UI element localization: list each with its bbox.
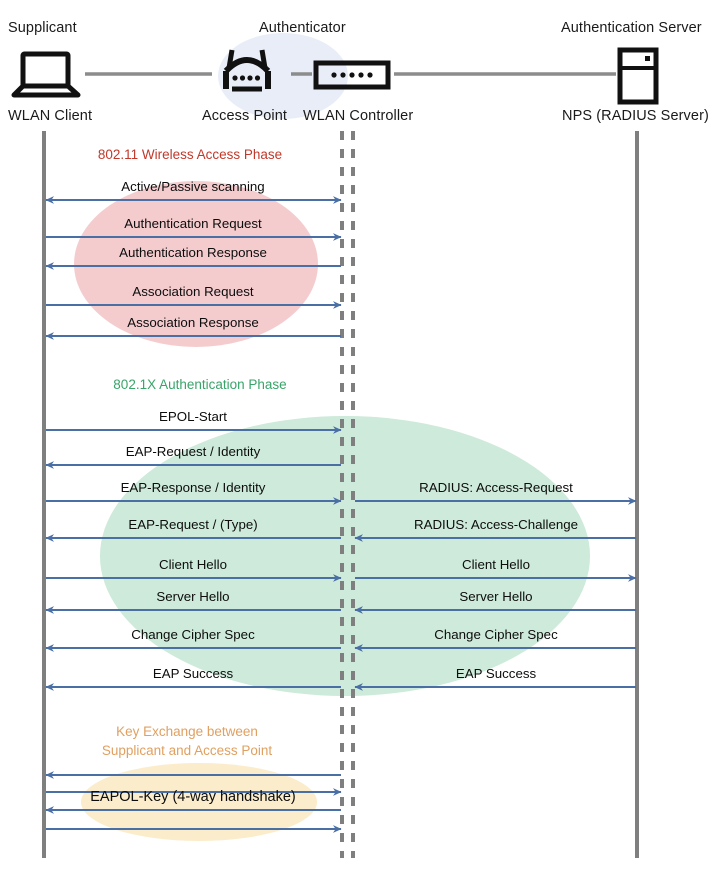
msg-client-hello-right-label: Client Hello: [462, 557, 530, 572]
phase-wireless-access-line-0: 802.11 Wireless Access Phase: [97, 147, 283, 162]
laptop-icon: [11, 51, 81, 98]
msg-radius-access-challenge-label: RADIUS: Access-Challenge: [413, 517, 579, 532]
wlan-controller-icon: [313, 60, 391, 90]
msg-eap-success-left-label: EAP Success: [152, 666, 234, 681]
role-label-supplicant: Supplicant: [8, 20, 77, 36]
device-label-nps: NPS (RADIUS Server): [562, 108, 709, 124]
msg-association-request-label: Association Request: [132, 284, 254, 299]
msg-key-3-label: EAPOL-Key (4-way handshake): [90, 789, 296, 805]
role-label-authenticator: Authenticator: [259, 20, 346, 36]
msg-radius-access-request-label: RADIUS: Access-Request: [419, 480, 573, 495]
device-label-wlan-client: WLAN Client: [8, 108, 93, 124]
msg-active-passive-scanning-label: Active/Passive scanning: [121, 179, 265, 194]
role-label-authentication-server: Authentication Server: [561, 20, 702, 36]
msg-eapol-start-label: EPOL-Start: [159, 409, 227, 424]
msg-server-hello-left-label: Server Hello: [156, 589, 230, 604]
phase-8021x-auth-line-0: 802.1X Authentication Phase: [113, 377, 287, 392]
msg-eap-success-right-label: EAP Success: [455, 666, 537, 681]
msg-client-hello-left-label: Client Hello: [159, 557, 227, 572]
phase-wireless-access: 802.11 Wireless Access Phase: [30, 147, 350, 162]
access-point-icon: [223, 49, 271, 92]
auth-phase-ellipse: [100, 416, 590, 696]
msg-change-cipher-spec-left-label: Change Cipher Spec: [131, 627, 255, 642]
phase-key-exchange-line-1: Supplicant and Access Point: [101, 743, 273, 758]
key-exchange-ellipse: [81, 763, 317, 841]
server-icon: [617, 47, 659, 105]
msg-association-response-label: Association Response: [127, 315, 259, 330]
msg-change-cipher-spec-right-label: Change Cipher Spec: [434, 627, 558, 642]
phase-8021x-auth: 802.1X Authentication Phase: [40, 377, 360, 392]
device-label-access-point: Access Point: [202, 108, 288, 124]
authenticator-highlight-ellipse: [218, 33, 348, 119]
message-arrows: [45, 196, 637, 833]
msg-authentication-request-label: Authentication Request: [124, 216, 262, 231]
msg-authentication-response-label: Authentication Response: [119, 245, 267, 260]
msg-eap-request-identity-label: EAP-Request / Identity: [125, 444, 261, 459]
msg-eap-response-identity-label: EAP-Response / Identity: [120, 480, 266, 495]
msg-eap-request-type-label: EAP-Request / (Type): [128, 517, 258, 532]
device-label-wlan-controller: WLAN Controller: [303, 108, 414, 124]
phase-key-exchange-line-0: Key Exchange between: [116, 724, 258, 739]
msg-server-hello-right-label: Server Hello: [459, 589, 533, 604]
